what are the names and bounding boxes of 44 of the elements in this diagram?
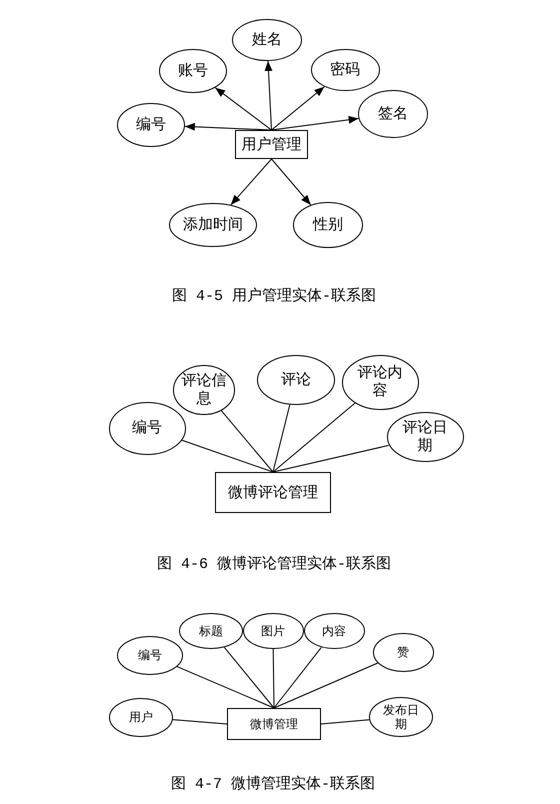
connector-line	[220, 410, 274, 472]
attribute-ellipse: 姓名	[232, 19, 302, 61]
attribute-ellipse: 编号	[117, 636, 183, 674]
attribute-ellipse: 评论	[257, 355, 335, 405]
attribute-ellipse: 评论内容	[342, 354, 418, 410]
connector-line	[320, 719, 370, 724]
arrow	[230, 158, 272, 206]
attribute-ellipse: 添加时间	[169, 203, 257, 247]
entity-box: 用户管理	[235, 130, 308, 159]
attribute-ellipse: 性别	[293, 202, 363, 248]
connector-line	[180, 440, 274, 472]
attribute-ellipse: 用户	[109, 698, 173, 736]
attribute-ellipse: 内容	[304, 613, 364, 649]
arrow	[271, 116, 360, 130]
attribute-ellipse: 账号	[159, 49, 227, 93]
connector-line	[272, 648, 274, 708]
entity-box: 微博管理	[227, 708, 321, 740]
entity-box: 微博评论管理	[215, 472, 331, 513]
attribute-ellipse: 图片	[242, 613, 304, 649]
attribute-ellipse: 评论日期	[386, 412, 464, 462]
arrow	[264, 60, 272, 130]
figure-caption: 图 4-7 微博管理实体-联系图	[171, 776, 376, 794]
attribute-ellipse: 赞	[372, 632, 434, 672]
connector-line	[274, 662, 378, 708]
figure-caption: 图 4-5 用户管理实体-联系图	[172, 288, 376, 306]
connector-line	[272, 402, 356, 472]
attribute-ellipse: 签名	[358, 90, 428, 138]
attribute-ellipse: 编号	[108, 402, 186, 454]
arrow	[184, 122, 272, 131]
connector-line	[274, 646, 322, 708]
attribute-ellipse: 编号	[117, 103, 185, 147]
figure-caption: 图 4-6 微博评论管理实体-联系图	[157, 556, 392, 574]
connector-line	[176, 666, 274, 708]
connector-line	[172, 719, 228, 724]
attribute-ellipse: 标题	[179, 613, 243, 649]
arrow	[271, 86, 325, 130]
connector-line	[224, 646, 274, 708]
attribute-ellipse: 发布日期	[369, 697, 433, 737]
arrow	[214, 87, 272, 130]
connector-line	[272, 404, 290, 472]
attribute-ellipse: 评论信息	[173, 365, 235, 415]
attribute-ellipse: 密码	[310, 49, 380, 91]
arrow	[271, 158, 312, 206]
connector-line	[272, 444, 390, 472]
